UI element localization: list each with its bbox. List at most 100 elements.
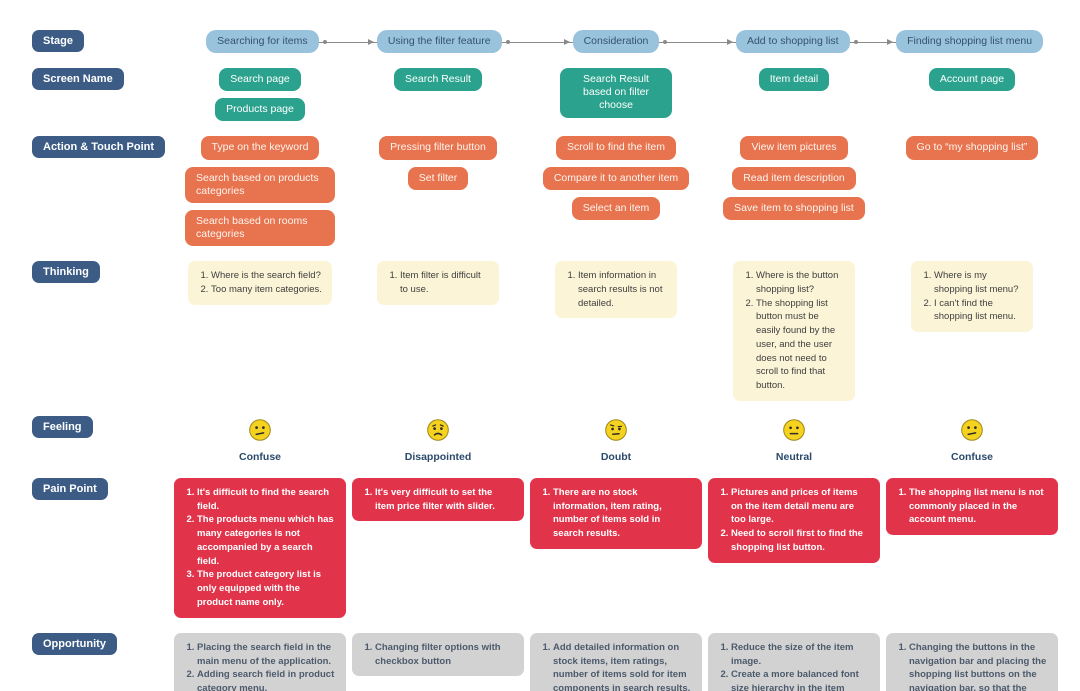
opportunity-cell: Add detailed information on stock items,… bbox=[530, 632, 702, 691]
feeling-cell: Neutral bbox=[708, 416, 880, 463]
stage-pill: Finding shopping list menu bbox=[896, 30, 1044, 54]
stage-pill: Consideration bbox=[572, 30, 660, 54]
disappointed-face-icon bbox=[427, 419, 449, 441]
action-pill: Search based on products categories bbox=[185, 166, 335, 203]
thinking-item: Where is my shopping list menu? bbox=[934, 269, 1023, 297]
opportunity-item: Adding search field in product category … bbox=[197, 668, 336, 691]
feeling-cell: Confuse bbox=[174, 416, 346, 463]
action-cell: Go to “my shopping list” bbox=[886, 136, 1058, 160]
feeling-label: Neutral bbox=[775, 450, 813, 463]
thinking-item: Item filter is difficult to use. bbox=[400, 269, 489, 297]
pain-point-item: The shopping list menu is not commonly p… bbox=[909, 486, 1048, 527]
action-pill: Go to “my shopping list” bbox=[905, 136, 1039, 160]
pain-point-cell: There are no stock information, item rat… bbox=[530, 477, 702, 549]
stage-pill: Add to shopping list bbox=[735, 30, 850, 54]
pain-point-item: Need to scroll first to find the shoppin… bbox=[731, 527, 870, 555]
action-pill: Set filter bbox=[407, 166, 469, 190]
thinking-item: The shopping list button must be easily … bbox=[756, 297, 845, 393]
screen-pill: Item detail bbox=[758, 68, 830, 92]
opportunity-note: Reduce the size of the item image.Create… bbox=[708, 632, 880, 691]
feeling-cell: Doubt bbox=[530, 416, 702, 463]
action-pill: View item pictures bbox=[740, 136, 848, 160]
pain-point-note: There are no stock information, item rat… bbox=[530, 477, 702, 549]
stage-cell: Consideration bbox=[528, 30, 705, 54]
thinking-item: Too many item categories. bbox=[211, 283, 322, 297]
feeling-label: Disappointed bbox=[404, 450, 472, 463]
thinking-cell: Item filter is difficult to use. bbox=[352, 261, 524, 305]
pain-point-item: The product category list is only equipp… bbox=[197, 568, 336, 609]
pain-point-item: Pictures and prices of items on the item… bbox=[731, 486, 870, 527]
row-label-action-touch-point: Action & Touch Point bbox=[32, 136, 166, 159]
action-pill: Scroll to find the item bbox=[555, 136, 677, 160]
screen-name-cell: Search Result bbox=[352, 68, 524, 92]
stage-pill: Searching for items bbox=[206, 30, 319, 54]
stage-cell: Finding shopping list menu bbox=[881, 30, 1058, 54]
screen-name-cell: Item detail bbox=[708, 68, 880, 92]
feeling-cell: Confuse bbox=[886, 416, 1058, 463]
thinking-cell: Where is the button shopping list?The sh… bbox=[708, 261, 880, 401]
action-pill: Search based on rooms categories bbox=[185, 209, 335, 246]
pain-point-item: It's very difficult to set the item pric… bbox=[375, 486, 514, 514]
thinking-item: I can't find the shopping list menu. bbox=[934, 297, 1023, 325]
pain-point-note: Pictures and prices of items on the item… bbox=[708, 477, 880, 563]
action-pill: Read item description bbox=[732, 166, 856, 190]
opportunity-item: Add detailed information on stock items,… bbox=[553, 641, 692, 691]
row-label-thinking: Thinking bbox=[32, 261, 100, 283]
neutral-face-icon bbox=[783, 419, 805, 441]
screen-name-cell: Account page bbox=[886, 68, 1058, 92]
thinking-cell: Where is the search field?Too many item … bbox=[174, 261, 346, 305]
thinking-note: Where is my shopping list menu?I can't f… bbox=[911, 261, 1033, 333]
row-label-screen-name: Screen Name bbox=[32, 68, 124, 91]
confused-face-icon bbox=[249, 419, 271, 441]
pain-point-cell: The shopping list menu is not commonly p… bbox=[886, 477, 1058, 536]
row-label-stage: Stage bbox=[32, 30, 84, 52]
pain-point-note: It's very difficult to set the item pric… bbox=[352, 477, 524, 522]
stage-row: Searching for items Using the filter fea… bbox=[174, 30, 1058, 54]
action-pill: Compare it to another item bbox=[542, 166, 690, 190]
opportunity-item: Placing the search field in the main men… bbox=[197, 641, 336, 669]
feeling-label: Confuse bbox=[239, 450, 281, 463]
thinking-note: Where is the button shopping list?The sh… bbox=[733, 261, 855, 401]
doubt-face-icon bbox=[605, 419, 627, 441]
row-label-opportunity: Opportunity bbox=[32, 632, 117, 655]
opportunity-note: Placing the search field in the main men… bbox=[174, 632, 346, 691]
pain-point-item: The products menu which has many categor… bbox=[197, 513, 336, 568]
row-label-pain-point: Pain Point bbox=[32, 477, 108, 500]
action-pill: Pressing filter button bbox=[379, 136, 497, 160]
screen-pill: Search page bbox=[219, 68, 301, 92]
thinking-cell: Where is my shopping list menu?I can't f… bbox=[886, 261, 1058, 333]
screen-pill: Products page bbox=[215, 98, 305, 122]
thinking-item: Where is the search field? bbox=[211, 269, 322, 283]
screen-name-cell: Search Result based on filter choose bbox=[530, 68, 702, 118]
feeling-label: Doubt bbox=[600, 450, 632, 463]
opportunity-item: Create a more balanced font size hierarc… bbox=[731, 668, 870, 691]
screen-pill: Search Result bbox=[394, 68, 482, 92]
feeling-cell: Disappointed bbox=[352, 416, 524, 463]
thinking-cell: Item information in search results is no… bbox=[530, 261, 702, 319]
confused-face-icon bbox=[961, 419, 983, 441]
opportunity-note: Add detailed information on stock items,… bbox=[530, 632, 702, 691]
opportunity-cell: Placing the search field in the main men… bbox=[174, 632, 346, 691]
pain-point-cell: It's very difficult to set the item pric… bbox=[352, 477, 524, 522]
pain-point-item: It's difficult to find the search field. bbox=[197, 486, 336, 514]
action-pill: Type on the keyword bbox=[200, 136, 320, 160]
thinking-note: Item information in search results is no… bbox=[555, 261, 677, 319]
opportunity-cell: Changing filter options with checkbox bu… bbox=[352, 632, 524, 677]
thinking-note: Item filter is difficult to use. bbox=[377, 261, 499, 305]
pain-point-note: The shopping list menu is not commonly p… bbox=[886, 477, 1058, 536]
action-pill: Select an item bbox=[571, 196, 661, 220]
screen-pill: Search Result based on filter choose bbox=[560, 68, 672, 118]
opportunity-item: Changing the buttons in the navigation b… bbox=[909, 641, 1048, 691]
action-pill: Save item to shopping list bbox=[723, 196, 865, 220]
stage-cell: Add to shopping list bbox=[704, 30, 881, 54]
opportunity-note: Changing filter options with checkbox bu… bbox=[352, 632, 524, 677]
opportunity-cell: Changing the buttons in the navigation b… bbox=[886, 632, 1058, 691]
thinking-item: Where is the button shopping list? bbox=[756, 269, 845, 297]
screen-pill: Account page bbox=[928, 68, 1016, 92]
